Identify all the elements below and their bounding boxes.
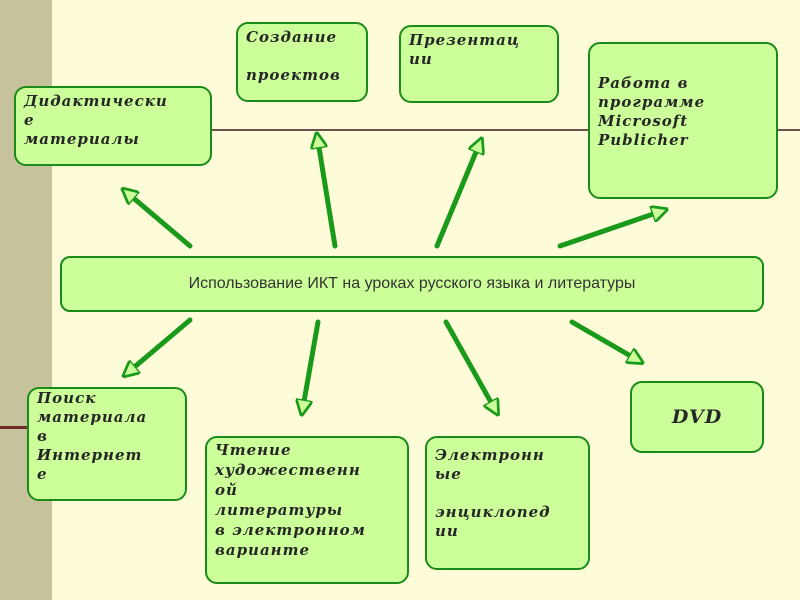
arrow-to-didactic xyxy=(124,190,193,249)
arrow-to-publisher xyxy=(557,210,665,249)
arrow-to-dvd xyxy=(569,319,641,362)
arrow-to-reading xyxy=(302,319,321,413)
arrow-to-projects xyxy=(317,135,338,249)
box-publisher-work: Работа в программе Microsoft Publicher xyxy=(588,42,778,199)
divider-line-bottom xyxy=(0,426,40,429)
arrow-to-encyclopedias xyxy=(443,319,497,413)
arrow-to-presentations xyxy=(434,140,481,249)
box-dvd: DVD xyxy=(630,381,764,453)
box-presentations: Презентац ии xyxy=(399,25,559,103)
divider-line-top xyxy=(52,129,800,131)
box-didactic-materials: Дидактически е материалы xyxy=(14,86,212,166)
central-topic: Использование ИКТ на уроках русского язы… xyxy=(60,256,764,312)
box-internet-search: Поиск материала в Интернет е xyxy=(27,387,187,501)
box-electronic-reading: Чтение художественн ой литературы в элек… xyxy=(205,436,409,584)
box-creating-projects: Создание проектов xyxy=(236,22,368,102)
box-electronic-encyclopedias: Электронн ые энциклопед ии xyxy=(425,436,590,570)
arrow-to-search xyxy=(125,317,193,375)
